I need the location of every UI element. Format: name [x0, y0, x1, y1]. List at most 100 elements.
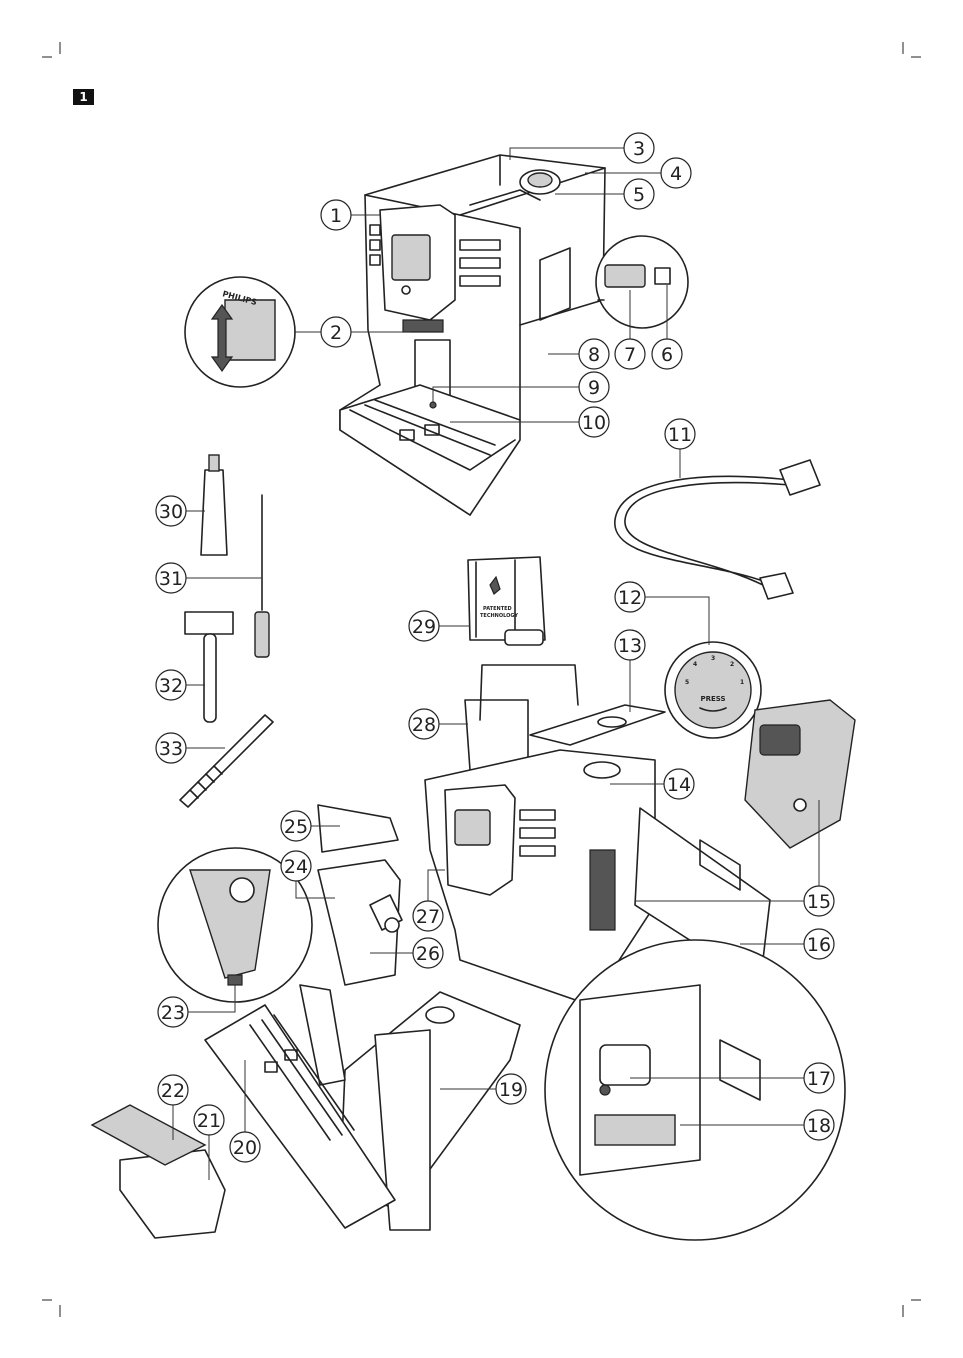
figure-number-label: 1 — [73, 89, 94, 105]
callout-24: 24 — [280, 850, 335, 899]
callout-number: 16 — [807, 934, 831, 956]
water-hardness-test-strip — [179, 714, 274, 808]
interior-detail — [544, 939, 846, 1241]
svg-text:TECHNOLOGY: TECHNOLOGY — [480, 613, 518, 619]
callout-8: 8 — [548, 338, 610, 370]
callout-circle — [155, 669, 187, 701]
callout-2: 2 — [294, 316, 410, 348]
milk-jug-spout-detail — [157, 847, 313, 1003]
callout-circle — [157, 1074, 189, 1106]
callout-circle — [495, 1073, 527, 1105]
callout-number: 18 — [807, 1115, 831, 1137]
callout-13: 13 — [614, 629, 646, 712]
callout-circle — [578, 338, 610, 370]
leader-line — [295, 881, 335, 899]
callout-31: 31 — [155, 562, 262, 594]
callout-circle — [614, 338, 646, 370]
callout-number: 19 — [499, 1079, 523, 1101]
callout-7: 7 — [614, 290, 646, 370]
callout-number: 30 — [159, 501, 183, 523]
callout-circle — [193, 1104, 225, 1136]
callout-circle — [803, 928, 835, 960]
coffee-spout-detail: PHILIPS — [184, 276, 296, 388]
callout-number: 33 — [159, 738, 183, 760]
callout-circle — [229, 1131, 261, 1163]
callout-number: 4 — [670, 163, 682, 185]
callout-22: 22 — [157, 1074, 189, 1140]
callout-12: 12 — [614, 581, 710, 645]
grind-setting-knob-detail: PRESS 1 2 3 4 5 — [664, 641, 762, 739]
svg-text:PRESS: PRESS — [700, 695, 725, 703]
callout-circle — [280, 850, 312, 882]
callout-number: 11 — [668, 424, 692, 446]
callout-number: 3 — [633, 138, 645, 160]
callout-19: 19 — [440, 1073, 527, 1105]
svg-text:3: 3 — [711, 655, 715, 662]
callout-number: 10 — [582, 412, 606, 434]
callout-6: 6 — [651, 285, 683, 370]
callout-9: 9 — [432, 371, 610, 403]
drip-tray-cover — [204, 1004, 396, 1229]
leader-line — [427, 869, 445, 901]
callout-number: 23 — [161, 1002, 185, 1024]
callout-circle — [803, 885, 835, 917]
leader-line — [432, 386, 579, 402]
svg-text:5: 5 — [685, 679, 689, 686]
svg-text:PATENTED: PATENTED — [483, 606, 512, 612]
callout-5: 5 — [555, 178, 655, 210]
callout-30: 30 — [155, 495, 205, 527]
drip-tray — [299, 984, 521, 1231]
callout-number: 6 — [661, 344, 673, 366]
callout-25: 25 — [280, 810, 340, 842]
callout-circle — [651, 338, 683, 370]
svg-text:1: 1 — [740, 679, 744, 686]
callout-circle — [663, 768, 695, 800]
callout-circle — [664, 418, 696, 450]
callout-number: 2 — [330, 322, 342, 344]
callout-number: 13 — [618, 635, 642, 657]
coffee-grounds-container — [90, 1104, 226, 1239]
brew-group — [744, 699, 856, 849]
callout-number: 8 — [588, 344, 600, 366]
callout-10: 10 — [450, 406, 610, 438]
coffee-machine-open-view — [424, 749, 771, 1006]
callout-14: 14 — [610, 768, 695, 800]
callout-4: 4 — [585, 157, 692, 189]
leader-line — [509, 147, 624, 160]
callout-number: 22 — [161, 1080, 185, 1102]
callout-number: 26 — [416, 943, 440, 965]
cleaning-brush — [254, 494, 270, 658]
callout-number: 1 — [330, 205, 342, 227]
callout-number: 15 — [807, 891, 831, 913]
callout-number: 29 — [412, 616, 436, 638]
callout-number: 21 — [197, 1110, 221, 1132]
callout-circle — [155, 732, 187, 764]
callout-circle — [614, 629, 646, 661]
grease-tube — [200, 454, 228, 556]
callout-number: 9 — [588, 377, 600, 399]
callout-circle — [660, 157, 692, 189]
callout-circle — [623, 132, 655, 164]
callout-number: 14 — [667, 774, 691, 796]
measuring-scoop — [184, 611, 234, 723]
callout-circle — [578, 371, 610, 403]
callout-circle — [803, 1062, 835, 1094]
callout-number: 12 — [618, 587, 642, 609]
callout-circle — [412, 900, 444, 932]
callout-number: 31 — [159, 568, 183, 590]
leader-line — [635, 800, 820, 902]
power-cord — [614, 459, 821, 600]
power-socket-detail — [595, 235, 689, 329]
callout-20: 20 — [229, 1060, 261, 1163]
callout-16: 16 — [740, 928, 835, 960]
callout-number: 7 — [624, 344, 636, 366]
callout-circle — [408, 708, 440, 740]
callout-11: 11 — [664, 418, 696, 478]
callout-3: 3 — [509, 132, 655, 164]
callout-17: 17 — [630, 1062, 835, 1094]
leader-line — [188, 985, 236, 1013]
callout-circle — [320, 199, 352, 231]
callout-21: 21 — [193, 1104, 225, 1180]
svg-text:2: 2 — [730, 661, 734, 668]
